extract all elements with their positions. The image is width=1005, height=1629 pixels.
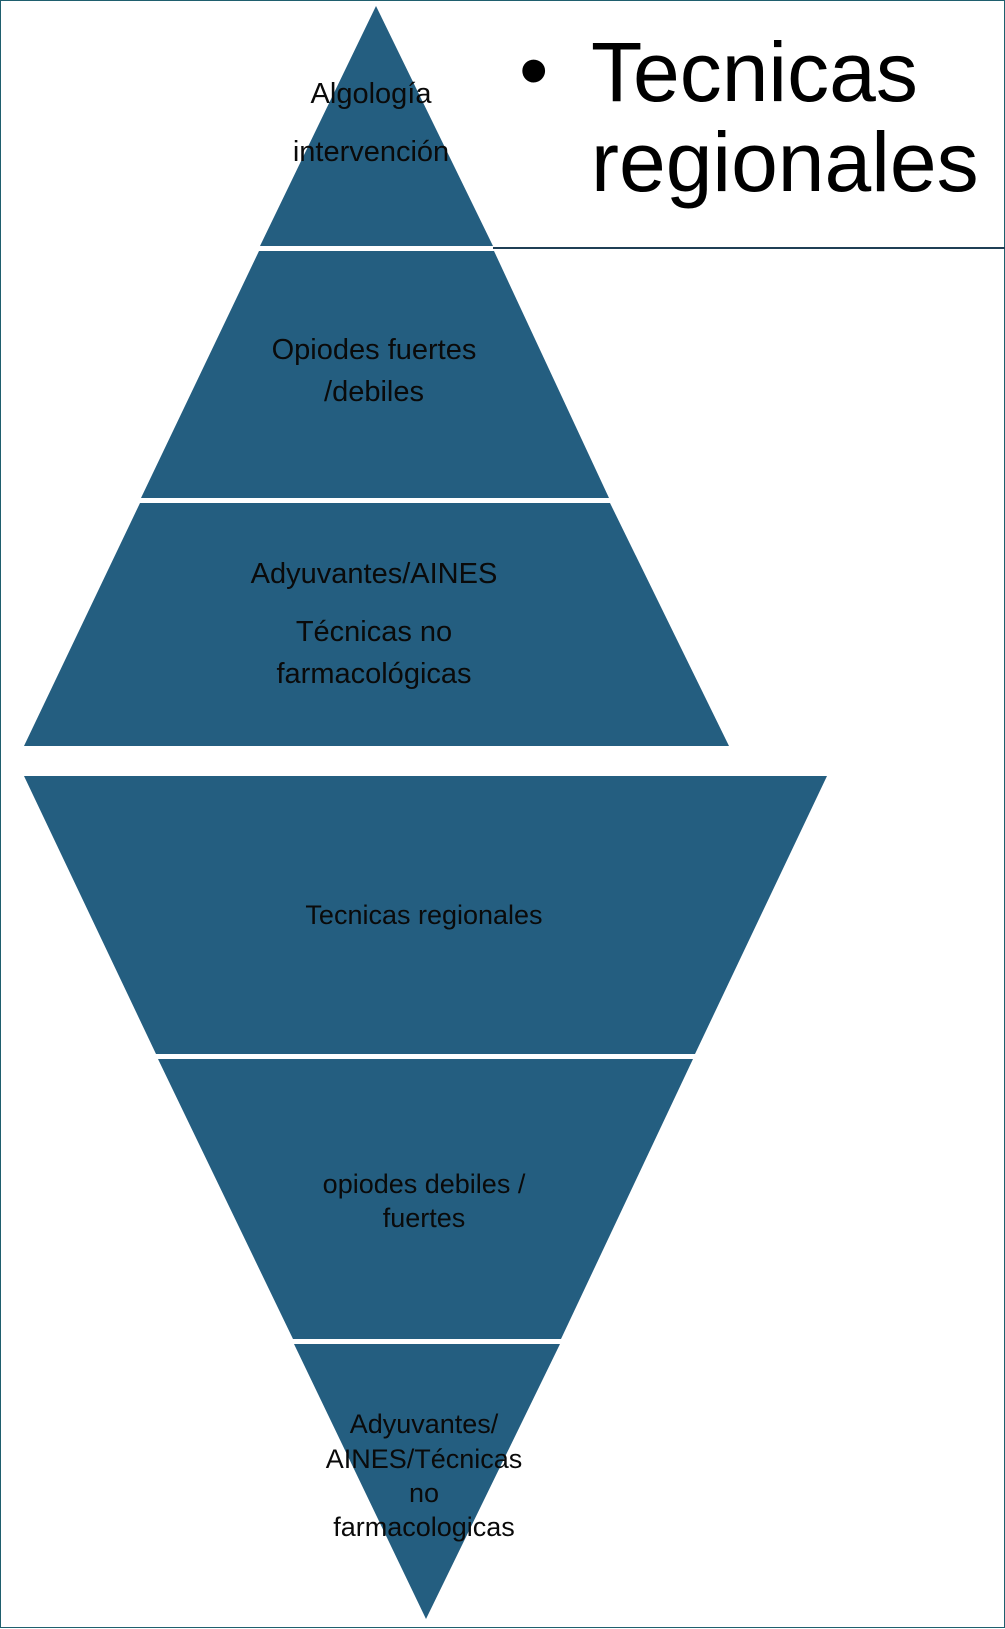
bottom-level-2-line-1: opiodes debiles / bbox=[323, 1169, 526, 1199]
bottom-level-3-line-3: no bbox=[409, 1478, 439, 1508]
top-pyramid-level-3 bbox=[24, 503, 729, 746]
top-level-3-line-1: Adyuvantes/AINES bbox=[251, 558, 498, 590]
bottom-pyramid bbox=[24, 776, 827, 1619]
top-level-2-line-2: /debiles bbox=[324, 376, 424, 408]
top-level-1-line-2: intervención bbox=[293, 136, 449, 168]
title-bullet: • bbox=[519, 23, 548, 117]
bottom-pyramid-level-1 bbox=[24, 776, 827, 1054]
top-level-3-line-3: farmacológicas bbox=[276, 658, 471, 690]
bottom-level-3-line-4: farmacologicas bbox=[333, 1512, 515, 1542]
bottom-level-3-line-1: Adyuvantes/ bbox=[350, 1409, 499, 1439]
bottom-pyramid-level-3 bbox=[294, 1344, 560, 1619]
top-level-2-line-1: Opiodes fuertes bbox=[272, 334, 477, 366]
top-level-3-line-2: Técnicas no bbox=[296, 616, 452, 648]
bottom-level-2-line-2: fuertes bbox=[383, 1203, 466, 1233]
bottom-pyramid-level-2 bbox=[158, 1059, 693, 1339]
bottom-level-3-line-2: AINES/Técnicas bbox=[326, 1444, 523, 1474]
top-pyramid bbox=[24, 6, 729, 746]
title-line-1: Tecnicas bbox=[591, 25, 918, 119]
bottom-level-1-line-1: Tecnicas regionales bbox=[305, 900, 542, 930]
top-pyramid-level-2 bbox=[141, 251, 609, 498]
top-pyramid-level-1 bbox=[260, 6, 493, 246]
top-level-1-line-1: Algología bbox=[311, 78, 433, 110]
title-line-2: regionales bbox=[591, 115, 979, 209]
